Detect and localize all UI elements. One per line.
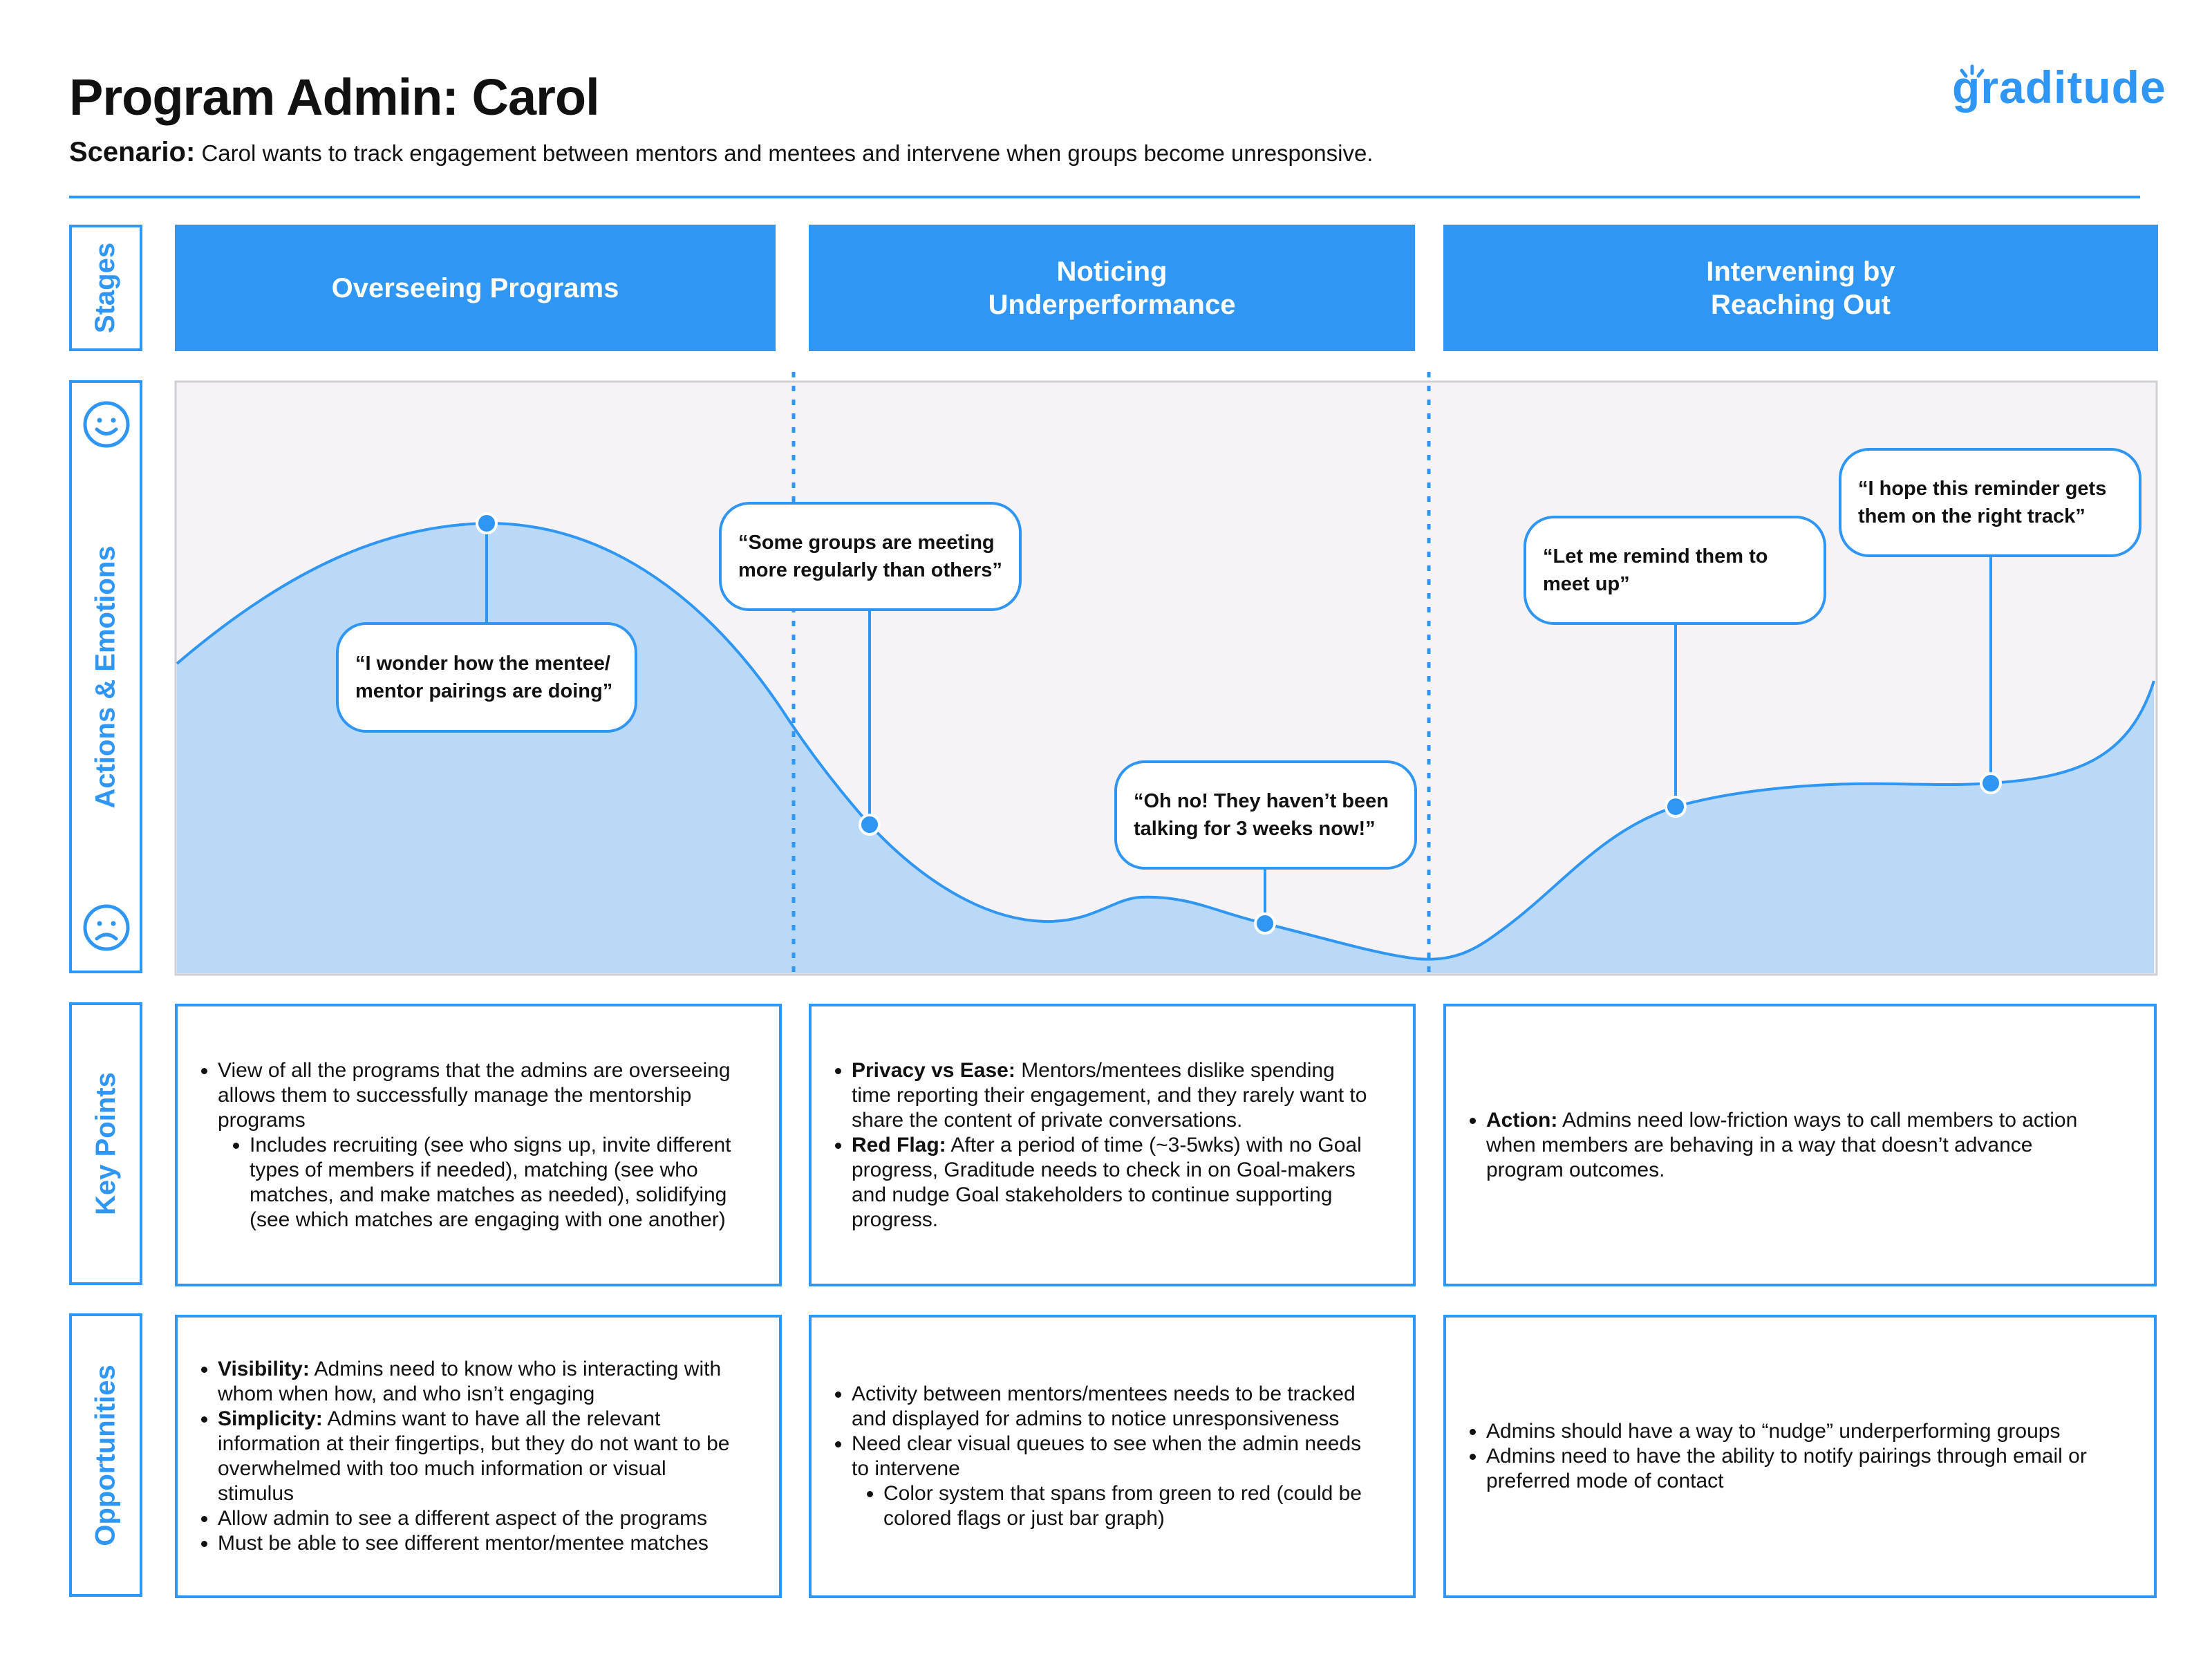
graditude-logo: graditude	[1952, 62, 2166, 113]
list-item: Red Flag: After a period of time (~3-5wk…	[852, 1133, 1374, 1232]
curve-point-1	[476, 512, 498, 534]
curve-point-4	[1665, 796, 1687, 818]
list-item: Admins need to have the ability to notif…	[1486, 1444, 2099, 1494]
page-title: Program Admin: Carol	[69, 68, 600, 126]
opportunities-col-2: Activity between mentors/mentees needs t…	[809, 1315, 1416, 1598]
list-item: Simplicity: Admins want to have all the …	[218, 1407, 743, 1506]
opportunities-col-3: Admins should have a way to “nudge” unde…	[1443, 1315, 2157, 1598]
emotion-curve-area	[177, 523, 2154, 973]
list-item: Visibility: Admins need to know who is i…	[218, 1357, 743, 1407]
quote-bubble-4: “Let me remind them to meet up”	[1524, 516, 1826, 625]
row-label-actions: Actions & Emotions	[69, 380, 142, 973]
quote-bubble-1: “I wonder how the mentee/ mentor pairing…	[336, 622, 637, 733]
scenario-label: Scenario:	[69, 137, 196, 167]
quote-bubble-2: “Some groups are meeting more regularly …	[719, 502, 1022, 611]
list-item: Privacy vs Ease: Mentors/mentees dislike…	[852, 1058, 1374, 1133]
row-label-opportunities: Opportunities	[69, 1313, 142, 1597]
stage-overseeing-programs: Overseeing Programs	[175, 225, 776, 351]
curve-point-5	[1980, 772, 2002, 794]
row-label-stages: Stages	[69, 225, 142, 351]
key-points-col-3: Action: Admins need low-friction ways to…	[1443, 1004, 2157, 1286]
opportunities-col-1: Visibility: Admins need to know who is i…	[175, 1315, 782, 1598]
quote-bubble-5: “I hope this reminder gets them on the r…	[1839, 448, 2141, 557]
happy-face-icon	[83, 401, 130, 448]
sad-face-icon	[83, 904, 130, 951]
stage-noticing-underperformance: Noticing Underperformance	[809, 225, 1415, 351]
logo-sparkle-icon	[1960, 64, 1985, 78]
row-label-key-points: Key Points	[69, 1002, 142, 1285]
list-item: Must be able to see different mentor/men…	[218, 1531, 743, 1556]
key-points-col-1: View of all the programs that the admins…	[175, 1004, 782, 1286]
curve-point-3	[1254, 912, 1276, 935]
curve-point-2	[859, 814, 881, 836]
scenario-text: Carol wants to track engagement between …	[201, 140, 1374, 166]
list-item: Includes recruiting (see who signs up, i…	[250, 1133, 738, 1232]
stage-intervening: Intervening by Reaching Out	[1443, 225, 2158, 351]
list-item: View of all the programs that the admins…	[218, 1058, 738, 1232]
list-item: Need clear visual queues to see when the…	[852, 1432, 1371, 1531]
list-item: Action: Admins need low-friction ways to…	[1486, 1108, 2099, 1183]
list-item: Activity between mentors/mentees needs t…	[852, 1382, 1371, 1432]
list-item: Allow admin to see a different aspect of…	[218, 1506, 743, 1531]
key-points-col-2: Privacy vs Ease: Mentors/mentees dislike…	[809, 1004, 1416, 1286]
list-item: Admins should have a way to “nudge” unde…	[1486, 1419, 2099, 1444]
emotion-curve-line	[176, 521, 2155, 961]
list-item: Color system that spans from green to re…	[883, 1481, 1371, 1531]
quote-bubble-3: “Oh no! They haven’t been talking for 3 …	[1114, 760, 1417, 870]
scenario: Scenario: Carol wants to track engagemen…	[69, 137, 1373, 168]
header-divider	[69, 196, 2140, 198]
